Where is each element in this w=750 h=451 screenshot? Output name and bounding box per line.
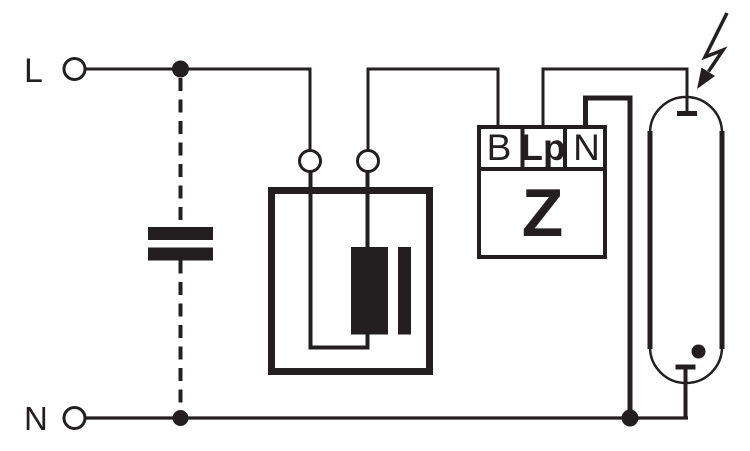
ignitor-terminal-lp-label: Lp	[520, 127, 565, 168]
ignitor-terminal-n-label: N	[573, 127, 600, 168]
ignitor-box	[477, 125, 607, 259]
line-label: L	[24, 52, 43, 90]
junction-dot-bottom-left	[172, 410, 189, 426]
capacitor-plate-top	[148, 227, 213, 240]
lamp-electrode-top	[677, 111, 697, 116]
lightning-bolt-icon	[697, 12, 729, 89]
ignitor-device-label: Z	[522, 175, 564, 251]
wire-ignitor-lp-to-lamp	[541, 67, 689, 127]
neutral-terminal	[62, 406, 87, 430]
lamp-dome	[648, 95, 724, 134]
ignitor-terminal-b-label: B	[487, 127, 512, 168]
neutral-label: N	[24, 400, 48, 437]
junction-dot-top	[172, 60, 189, 78]
ballast-core	[351, 247, 388, 335]
wire-ignitor-n-return	[583, 95, 633, 415]
ignitor-terminal-separators	[520, 127, 567, 169]
ballast-terminal-left	[298, 149, 322, 173]
junction-dot-bottom-right	[621, 409, 639, 427]
ballast-terminal-right	[356, 149, 380, 173]
wire-line	[86, 67, 312, 151]
ballast-core-bar	[398, 247, 411, 335]
wire-ballast-to-ignitor-b	[366, 67, 500, 151]
lamp-dot	[691, 344, 706, 359]
capacitor-plate-bottom	[148, 247, 213, 261]
ballast-box	[268, 187, 433, 375]
line-terminal	[62, 57, 87, 81]
